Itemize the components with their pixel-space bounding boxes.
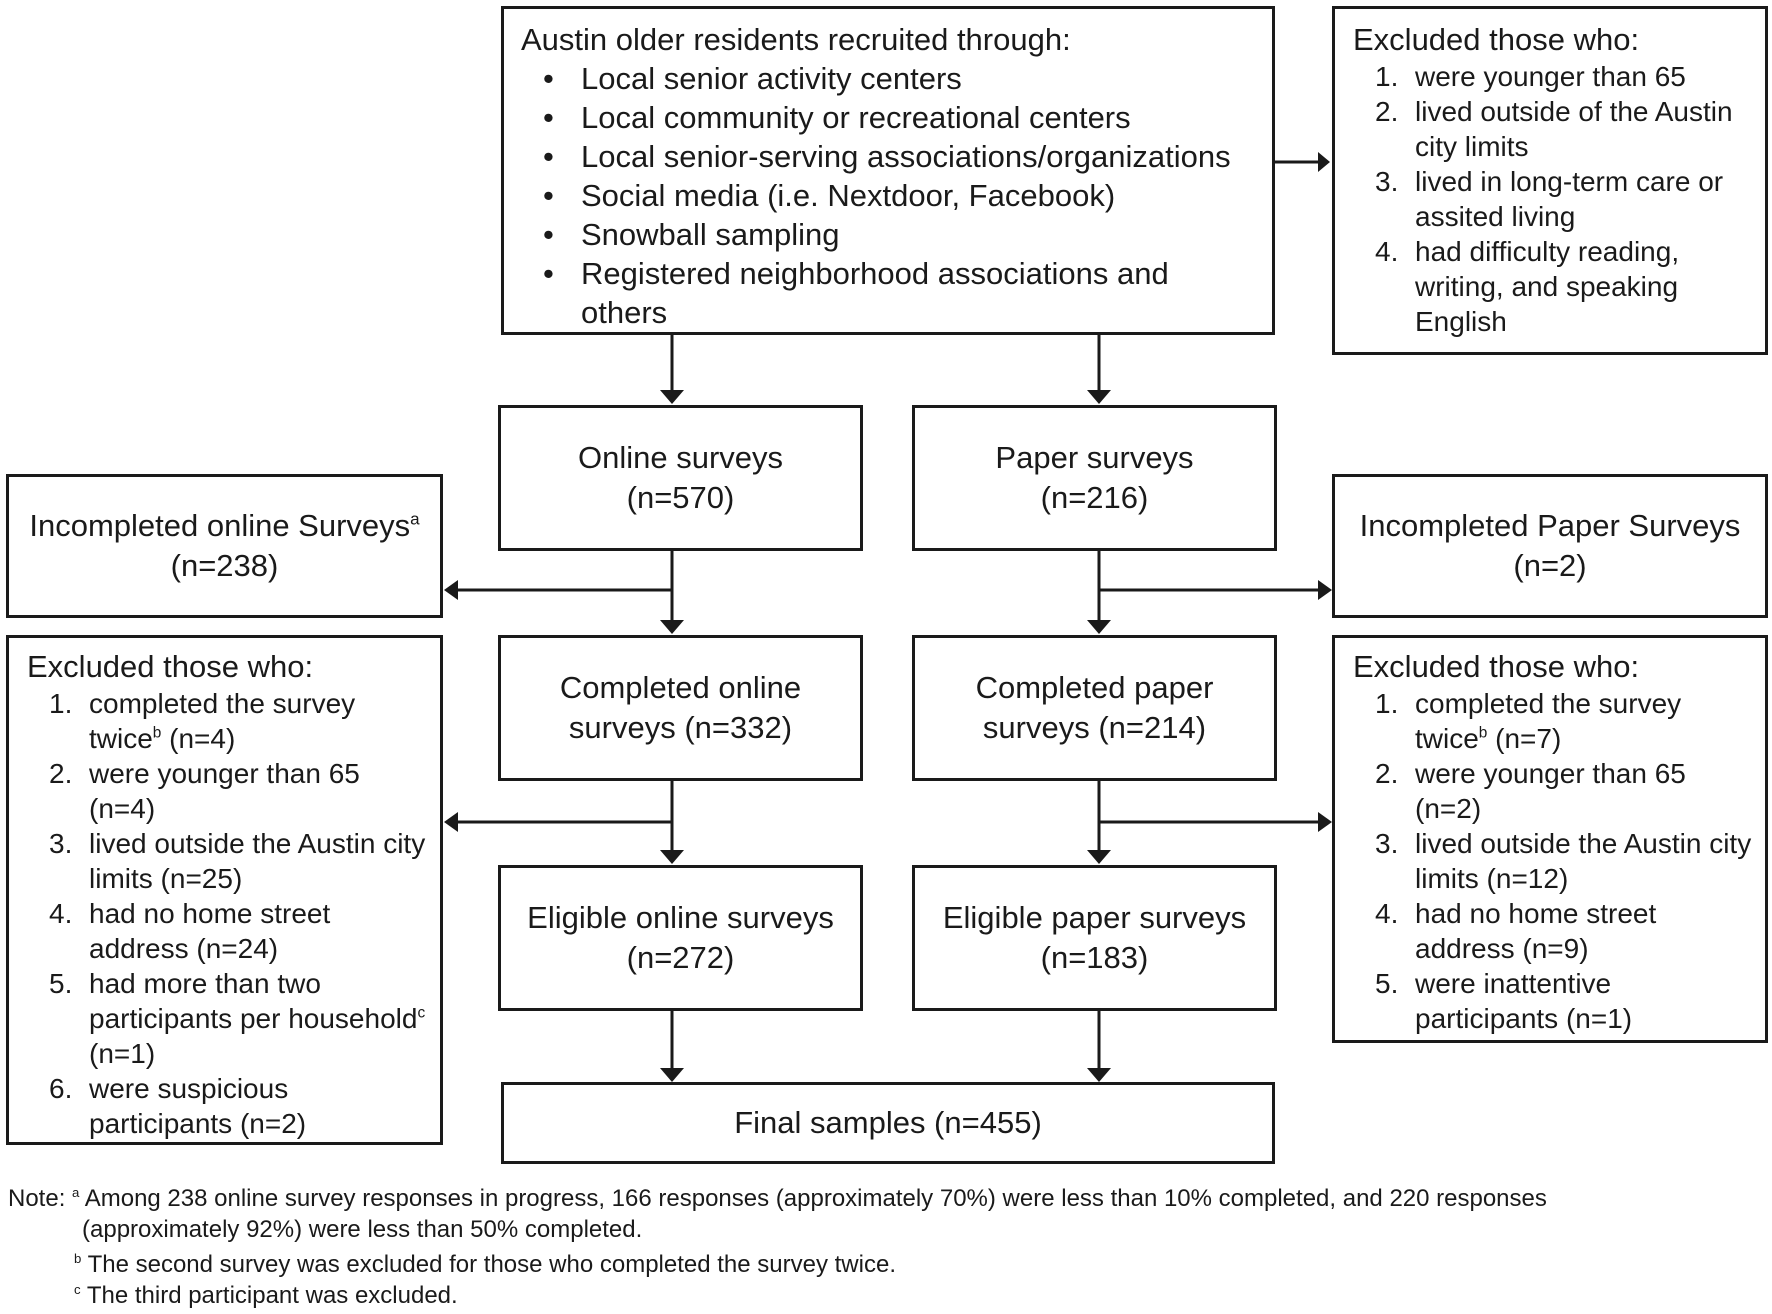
online-label: Online surveys	[577, 440, 784, 475]
excluded-paper-list: 1.completed the survey twiceb (n=7) 2.we…	[1353, 686, 1755, 1036]
list-item: 1.were younger than 65	[1375, 61, 1686, 92]
footnote-a-continued: (approximately 92%) were less than 50% c…	[82, 1216, 643, 1243]
list-item: •Social media (i.e. Nextdoor, Facebook)	[543, 178, 1116, 213]
footnote-b: b The second survey was excluded for tho…	[74, 1251, 896, 1278]
list-item: 5.had more than two participants per hou…	[49, 968, 426, 1069]
list-item: 1.completed the survey twiceb (n=4)	[49, 688, 356, 754]
incomplete-paper-count: (n=2)	[1513, 548, 1587, 583]
incomplete-paper-box: Incompleted Paper Surveys (n=2)	[1332, 474, 1768, 618]
footnote-c: c The third participant was excluded.	[74, 1282, 458, 1309]
list-item: 5.were inattentive participants (n=1)	[1375, 968, 1633, 1034]
incomplete-online-count: (n=238)	[170, 548, 279, 583]
final-samples-box: Final samples (n=455)	[501, 1082, 1275, 1164]
list-item: 3.lived outside the Austin city limits (…	[49, 828, 426, 894]
excluded-online-box: Excluded those who: 1.completed the surv…	[6, 635, 443, 1145]
list-item: 2.were younger than 65 (n=2)	[1375, 758, 1686, 824]
eligible-paper-count: (n=183)	[1040, 940, 1149, 975]
list-item: •Local senior-serving associations/organ…	[543, 139, 1231, 174]
completed-paper-line2: surveys (n=214)	[982, 710, 1207, 745]
excluded-eligibility-box: Excluded those who: 1.were younger than …	[1332, 6, 1768, 355]
excluded-top-list: 1.were younger than 65 2.lived outside o…	[1353, 59, 1751, 339]
paper-surveys-box: Paper surveys (n=216)	[912, 405, 1277, 551]
eligible-online-label: Eligible online surveys	[527, 900, 834, 935]
eligible-paper-box: Eligible paper surveys (n=183)	[912, 865, 1277, 1011]
list-item: •Local community or recreational centers	[543, 100, 1131, 135]
completed-online-line2: surveys (n=332)	[568, 710, 793, 745]
list-item: 4.had difficulty reading, writing, and s…	[1375, 236, 1680, 337]
incomplete-paper-label: Incompleted Paper Surveys	[1359, 508, 1741, 543]
eligible-online-box: Eligible online surveys (n=272)	[498, 865, 863, 1011]
list-item: 6.were suspicious participants (n=2)	[49, 1073, 307, 1139]
eligible-paper-label: Eligible paper surveys	[942, 900, 1247, 935]
list-item: •Registered neighborhood associations an…	[543, 256, 1169, 330]
completed-paper-line1: Completed paper	[975, 670, 1214, 705]
footnote-a: Note: a Among 238 online survey response…	[8, 1185, 1547, 1212]
list-item: 3.lived in long-term care or assited liv…	[1375, 166, 1724, 232]
eligible-online-count: (n=272)	[626, 940, 735, 975]
excluded-paper-title: Excluded those who:	[1353, 649, 1640, 684]
paper-label: Paper surveys	[995, 440, 1194, 475]
excluded-paper-box: Excluded those who: 1.completed the surv…	[1332, 635, 1768, 1043]
excluded-online-title: Excluded those who:	[27, 649, 314, 684]
completed-online-box: Completed online surveys (n=332)	[498, 635, 863, 781]
recruitment-box: Austin older residents recruited through…	[501, 6, 1275, 335]
paper-count: (n=216)	[1040, 480, 1149, 515]
list-item: •Snowball sampling	[543, 217, 840, 252]
recruitment-title: Austin older residents recruited through…	[521, 22, 1071, 57]
completed-paper-box: Completed paper surveys (n=214)	[912, 635, 1277, 781]
excluded-online-list: 1.completed the survey twiceb (n=4) 2.we…	[27, 686, 430, 1141]
online-surveys-box: Online surveys (n=570)	[498, 405, 863, 551]
list-item: 4.had no home street address (n=24)	[49, 898, 331, 964]
footnotes: Note: a Among 238 online survey response…	[8, 1183, 1748, 1311]
list-item: •Local senior activity centers	[543, 61, 962, 96]
footnote-a-marker: a	[410, 509, 420, 529]
list-item: 2.were younger than 65 (n=4)	[49, 758, 360, 824]
recruitment-list: •Local senior activity centers •Local co…	[521, 59, 1262, 332]
incomplete-online-label: Incompleted online Surveysa	[29, 508, 420, 543]
list-item: 2.lived outside of the Austin city limit…	[1375, 96, 1733, 162]
final-samples-label: Final samples (n=455)	[734, 1105, 1042, 1140]
incomplete-online-box: Incompleted online Surveysa (n=238)	[6, 474, 443, 618]
completed-online-line1: Completed online	[559, 670, 802, 705]
excluded-title: Excluded those who:	[1353, 22, 1640, 57]
list-item: 3.lived outside the Austin city limits (…	[1375, 828, 1752, 894]
list-item: 1.completed the survey twiceb (n=7)	[1375, 688, 1682, 754]
online-count: (n=570)	[626, 480, 735, 515]
list-item: 4.had no home street address (n=9)	[1375, 898, 1657, 964]
